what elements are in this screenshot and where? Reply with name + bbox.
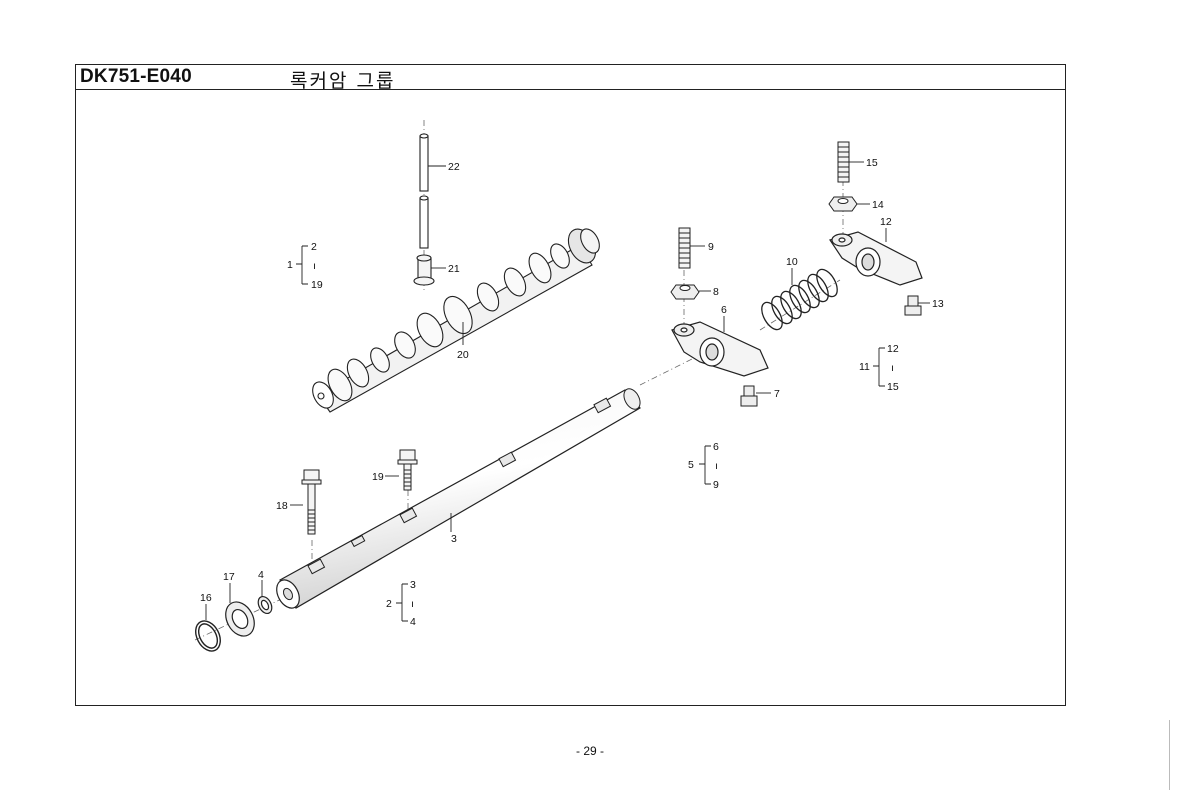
group-2-to: 4 <box>410 616 416 628</box>
callout-12: 12 <box>880 216 892 228</box>
callout-21: 21 <box>448 263 460 275</box>
group-1-id: 1 <box>287 259 293 271</box>
washer <box>225 601 255 637</box>
callout-17: 17 <box>223 571 235 583</box>
callout-22: 22 <box>448 161 460 173</box>
group-11-id: 11 <box>859 361 870 373</box>
adjusting-screw-15 <box>837 141 850 183</box>
group-2-id: 2 <box>386 598 392 610</box>
screw-13 <box>904 295 922 316</box>
rocker-shaft <box>276 388 641 609</box>
title-bar: DK751-E040 록커암 그룹 <box>76 65 1065 92</box>
lock-nut-14 <box>828 196 858 212</box>
drawing-frame: DK751-E040 록커암 그룹 <box>75 64 1066 706</box>
screw-7 <box>740 385 758 407</box>
tappet <box>413 254 435 286</box>
push-rod <box>419 133 429 249</box>
group-1-sep: ı <box>313 260 316 272</box>
scan-edge-mark <box>1169 720 1170 790</box>
callout-labels: 22 21 20 3 4 17 16 18 19 9 8 6 7 10 15 1… <box>200 157 944 604</box>
callout-19: 19 <box>372 471 384 483</box>
callout-20: 20 <box>457 349 469 361</box>
adjusting-screw-9 <box>678 227 691 269</box>
page-number: - 29 - <box>575 744 604 758</box>
callout-13: 13 <box>932 298 944 310</box>
group-2-from: 3 <box>410 579 416 591</box>
group-11-from: 12 <box>887 343 899 355</box>
group-11-to: 15 <box>887 381 899 393</box>
group-2-sep: ı <box>411 598 414 610</box>
callout-14: 14 <box>872 199 884 211</box>
callout-16: 16 <box>200 592 212 604</box>
group-5-from: 6 <box>713 441 719 453</box>
rocker-arm-12 <box>829 231 923 286</box>
group-ref-5: 5 6 ı 9 <box>688 441 719 491</box>
callout-7: 7 <box>774 388 780 400</box>
lock-nut-8 <box>670 284 700 300</box>
callout-9: 9 <box>708 241 714 253</box>
callout-18: 18 <box>276 500 288 512</box>
group-ref-2: 2 3 ı 4 <box>386 579 416 628</box>
part-group-title: 록커암 그룹 <box>290 70 396 92</box>
bolt-18 <box>301 469 322 535</box>
callout-3: 3 <box>451 533 457 545</box>
group-1-to: 19 <box>311 279 323 291</box>
part-group-code: DK751-E040 <box>80 66 192 87</box>
bolt-19 <box>397 449 418 491</box>
leader-lines <box>205 161 930 622</box>
callout-6: 6 <box>721 304 727 316</box>
snap-ring <box>195 620 221 652</box>
group-5-sep: ı <box>715 460 718 472</box>
center-lines <box>194 120 844 641</box>
group-ref-11: 11 12 ı 15 <box>859 343 899 393</box>
spring-10 <box>761 268 838 331</box>
rocker-arm-6 <box>671 321 769 377</box>
group-1-from: 2 <box>311 241 317 253</box>
spacer <box>257 595 273 615</box>
callout-15: 15 <box>866 157 878 169</box>
callout-8: 8 <box>713 286 719 298</box>
group-11-sep: ı <box>891 362 894 374</box>
group-ref-1: 1 2 ı 19 <box>287 241 323 291</box>
group-5-to: 9 <box>713 479 719 491</box>
callout-10: 10 <box>786 256 798 268</box>
group-5-id: 5 <box>688 459 694 471</box>
callout-4: 4 <box>258 569 264 581</box>
camshaft <box>312 228 600 413</box>
